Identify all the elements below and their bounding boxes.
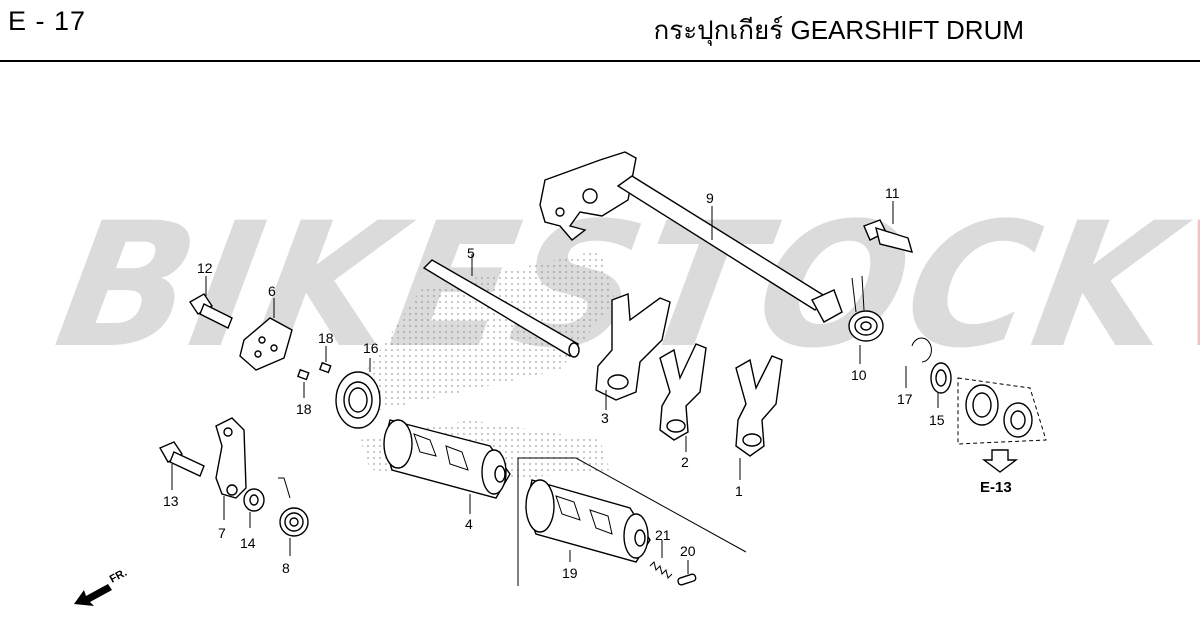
part-8-spring: [278, 477, 309, 537]
callout-21: 21: [655, 527, 671, 543]
callout-1: 1: [735, 483, 743, 499]
part-5-fork-shaft: [422, 259, 580, 358]
front-direction-arrow-icon: [74, 584, 112, 606]
page-title: กระปุกเกียร์ GEARSHIFT DRUM: [653, 15, 1025, 45]
callout-18a: 18: [318, 330, 334, 346]
callout-8: 8: [282, 560, 290, 576]
part-6-drum-center: [239, 317, 293, 371]
callout-17: 17: [897, 391, 913, 407]
callout-7: 7: [218, 525, 226, 541]
callout-12: 12: [197, 260, 213, 276]
part-21-spring: [649, 561, 673, 579]
part-18-dowel-pins: [296, 361, 332, 381]
part-3-shift-fork: [595, 293, 671, 401]
reference-group-e13: [957, 377, 1047, 473]
part-10-return-spring: [848, 275, 884, 342]
callout-6: 6: [268, 283, 276, 299]
callout-13: 13: [163, 493, 179, 509]
part-11-bolt: [863, 219, 914, 253]
callout-4: 4: [465, 516, 473, 532]
part-4-gearshift-drum: [383, 419, 511, 499]
part-7-stopper-arm: [215, 417, 247, 499]
callout-3: 3: [601, 410, 609, 426]
part-19-group-outline: [517, 457, 747, 586]
part-17-circlip: [911, 337, 932, 363]
part-9-gearshift-spindle: [539, 151, 843, 323]
part-2-shift-fork: [659, 343, 707, 441]
part-13-bolt: [159, 441, 205, 477]
part-15-washer: [930, 362, 952, 394]
part-20-pin: [677, 573, 697, 586]
part-19-drum-assembly: [525, 479, 651, 563]
direction-label: FR.: [108, 567, 129, 586]
callout-11: 11: [885, 185, 900, 201]
page-header: E - 17 กระปุกเกียร์ GEARSHIFT DRUM: [0, 0, 1200, 62]
part-1-shift-fork: [735, 355, 783, 457]
callout-10: 10: [851, 367, 867, 383]
callout-20: 20: [680, 543, 696, 559]
part-16-bearing: [335, 371, 381, 429]
callout-18b: 18: [296, 401, 312, 417]
callout-5: 5: [467, 245, 475, 261]
part-14-washer: [243, 488, 265, 512]
callout-2: 2: [681, 454, 689, 470]
callout-19: 19: [562, 565, 578, 581]
header-divider: [0, 60, 1200, 62]
callout-14: 14: [240, 535, 256, 551]
page-code: E - 17: [8, 6, 87, 36]
callout-16: 16: [363, 340, 379, 356]
callout-9: 9: [706, 190, 714, 206]
callout-15: 15: [929, 412, 945, 428]
reference-e13: E-13: [980, 479, 1012, 496]
part-12-bolt: [189, 293, 233, 329]
